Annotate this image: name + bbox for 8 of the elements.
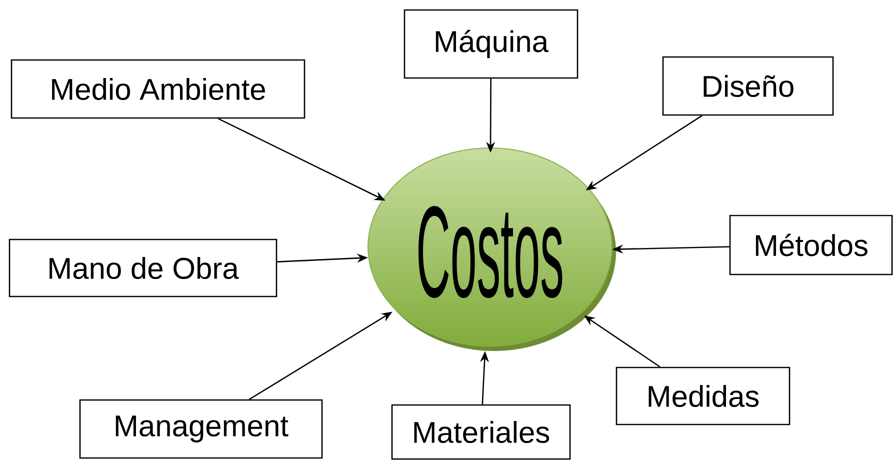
label-box: Medio Ambiente xyxy=(10,59,306,119)
label-box: Medidas xyxy=(616,366,790,426)
label-box: Máquina xyxy=(404,9,578,79)
label-box: Métodos xyxy=(729,214,893,276)
label-box: Management xyxy=(79,399,323,459)
label-box: Diseño xyxy=(662,56,834,116)
label-box: Mano de Obra xyxy=(8,238,278,298)
label-box: Materiales xyxy=(391,404,571,460)
